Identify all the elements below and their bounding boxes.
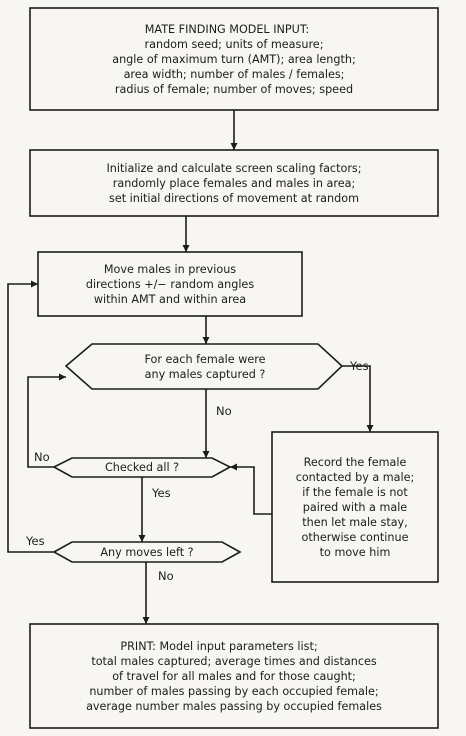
edge-label-checked-yes: Yes [152, 486, 171, 500]
for-each-female-text: For each female were any males captured … [92, 344, 318, 389]
input-line: MATE FINDING MODEL INPUT: [144, 22, 310, 36]
edge-label-moves-yes: Yes [26, 534, 45, 548]
moves-left-decision [52, 541, 242, 563]
initialize-line: randomly place females and males in area… [112, 176, 356, 190]
print-box [29, 623, 439, 729]
print-line: of travel for all males and for those ca… [112, 669, 356, 683]
record-line: to move him [319, 545, 391, 559]
record-line: otherwise continue [301, 530, 409, 544]
move-line: directions +/− random angles [85, 277, 255, 291]
edge-label-captured-yes: Yes [350, 359, 369, 373]
input-line: random seed; units of measure; [144, 37, 324, 51]
arrow-captured-yes [342, 365, 374, 432]
edge-label-checked-no: No [34, 450, 50, 464]
print-text: PRINT: Model input parameters list; tota… [30, 624, 438, 728]
print-line: number of males passing by each occupied… [89, 684, 379, 698]
record-line: Record the female [303, 455, 407, 469]
edge-label-captured-no: No [216, 404, 232, 418]
moves-left-line: Any moves left ? [100, 545, 194, 559]
print-line: total males captured; average times and … [91, 654, 377, 668]
for-each-female-line: For each female were [144, 352, 266, 366]
print-line: average number males passing by occupied… [86, 699, 382, 713]
edge-label-moves-no: No [158, 569, 174, 583]
record-box [271, 431, 439, 583]
initialize-line: set initial directions of movement at ra… [109, 191, 359, 205]
initialize-line: Initialize and calculate screen scaling … [106, 161, 362, 175]
move-line: within AMT and within area [93, 292, 247, 306]
moves-left-text: Any moves left ? [72, 542, 222, 562]
for-each-female-line: any males captured ? [144, 367, 266, 381]
record-line: paired with a male [302, 500, 408, 514]
move-line: Move males in previous [103, 262, 237, 276]
arrow-checked-no-loop [27, 373, 66, 468]
move-text: Move males in previous directions +/− ra… [38, 252, 302, 316]
initialize-text: Initialize and calculate screen scaling … [30, 150, 438, 216]
input-line: angle of maximum turn (AMT); area length… [112, 52, 356, 66]
input-line: radius of female; number of moves; speed [114, 82, 354, 96]
input-line: area width; number of males / females; [123, 67, 345, 81]
checked-all-line: Checked all ? [104, 461, 180, 474]
record-text: Record the female contacted by a male; i… [272, 432, 438, 582]
checked-all-text: Checked all ? [72, 458, 212, 477]
record-line: if the female is not [302, 485, 408, 499]
input-text: MATE FINDING MODEL INPUT: random seed; u… [30, 8, 438, 110]
arrow-record-return [230, 463, 272, 515]
record-line: contacted by a male; [295, 470, 415, 484]
print-line: PRINT: Model input parameters list; [120, 639, 318, 653]
arrow-moves-yes-loop [7, 280, 54, 553]
record-line: then let male stay, [302, 515, 408, 529]
